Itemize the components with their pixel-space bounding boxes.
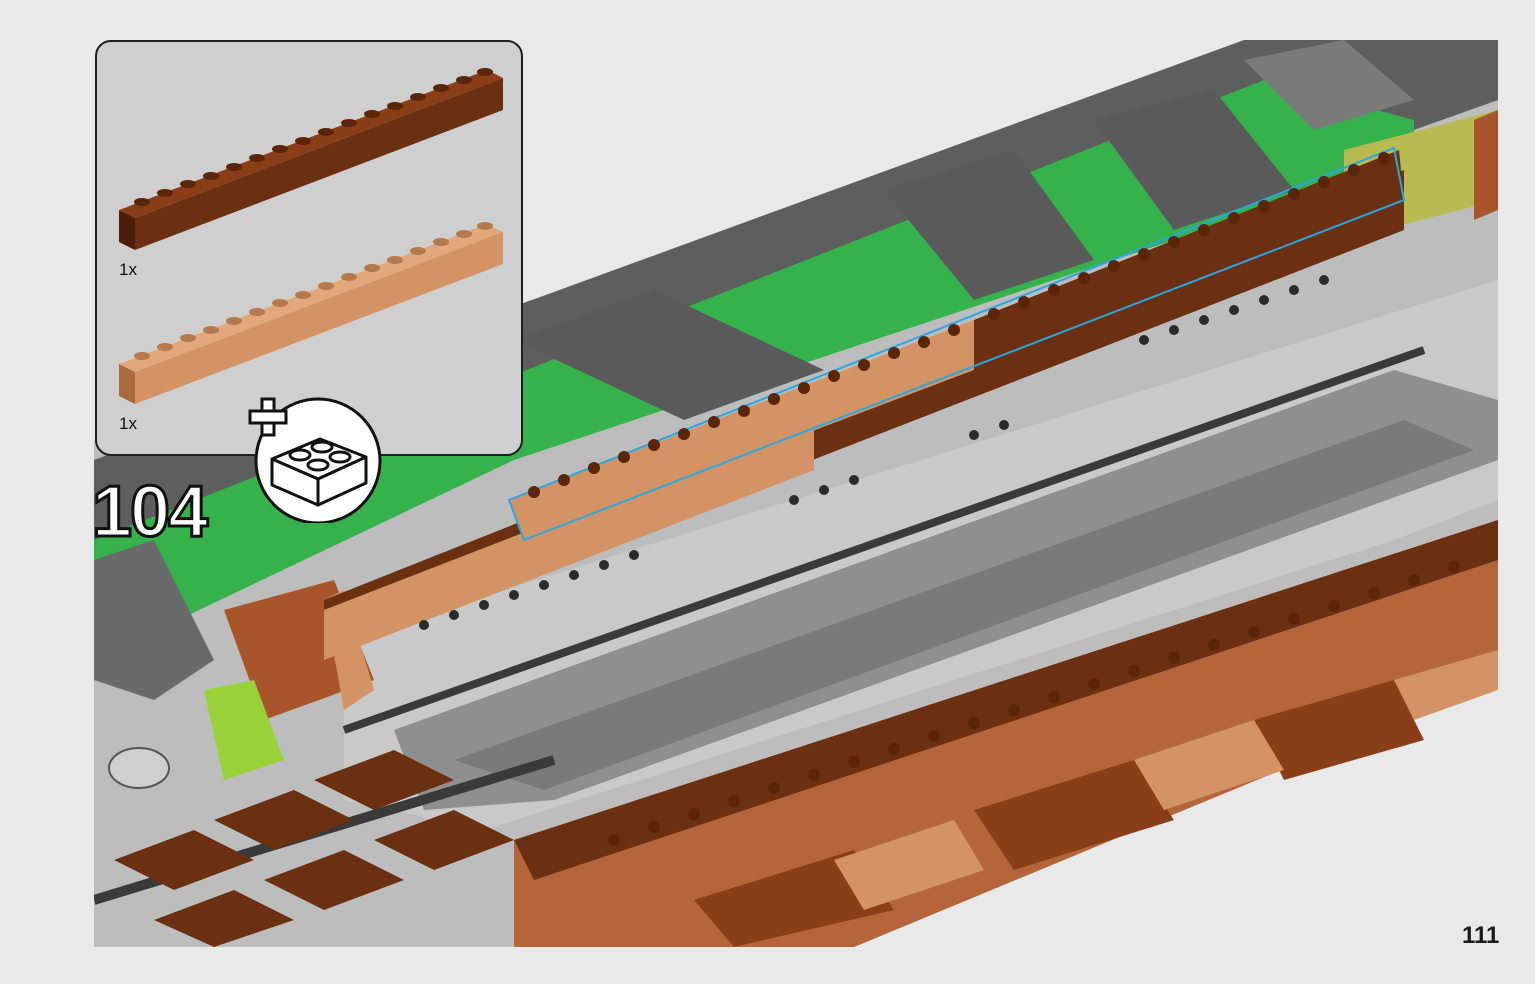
front-brick-wall-top [514,520,1498,880]
step-number: 104 [90,472,209,552]
lime-element [204,680,284,780]
part-brick-reddish-brown [119,68,503,250]
trench-inner [454,420,1474,790]
round-tile [108,747,170,789]
build-illustration [94,40,1498,947]
add-brick-icon [248,393,388,525]
front-brick-light [834,650,1498,910]
rail-back [342,346,1426,734]
plus-icon [248,397,288,437]
parts-callout: 1x 1x [95,40,523,456]
new-brick-nougat [509,320,974,540]
part-quantity-1: 1x [119,260,137,279]
dark-plate-3 [1094,90,1294,230]
track-sleepers [114,750,514,947]
dark-plate-4 [1244,40,1414,130]
dark-plate-2 [884,150,1094,300]
parts-render [119,68,503,404]
stud-row-front-wall [608,561,1460,846]
model-render [94,40,1498,947]
new-bricks-highlight [507,146,1406,542]
part-quantity-2: 1x [119,414,137,433]
dark-plate-1 [514,290,824,420]
stud-row-platform [419,275,1329,630]
stud-row-new [528,152,1390,498]
back-brick-row-light [324,420,814,660]
new-brick-brown [974,150,1404,370]
left-dark-edge [94,540,214,700]
page-number: 111 [1462,922,1500,949]
right-brick-corner [1474,110,1498,220]
part-brick-medium-nougat [119,222,503,404]
brick-outline-icon [270,437,368,507]
